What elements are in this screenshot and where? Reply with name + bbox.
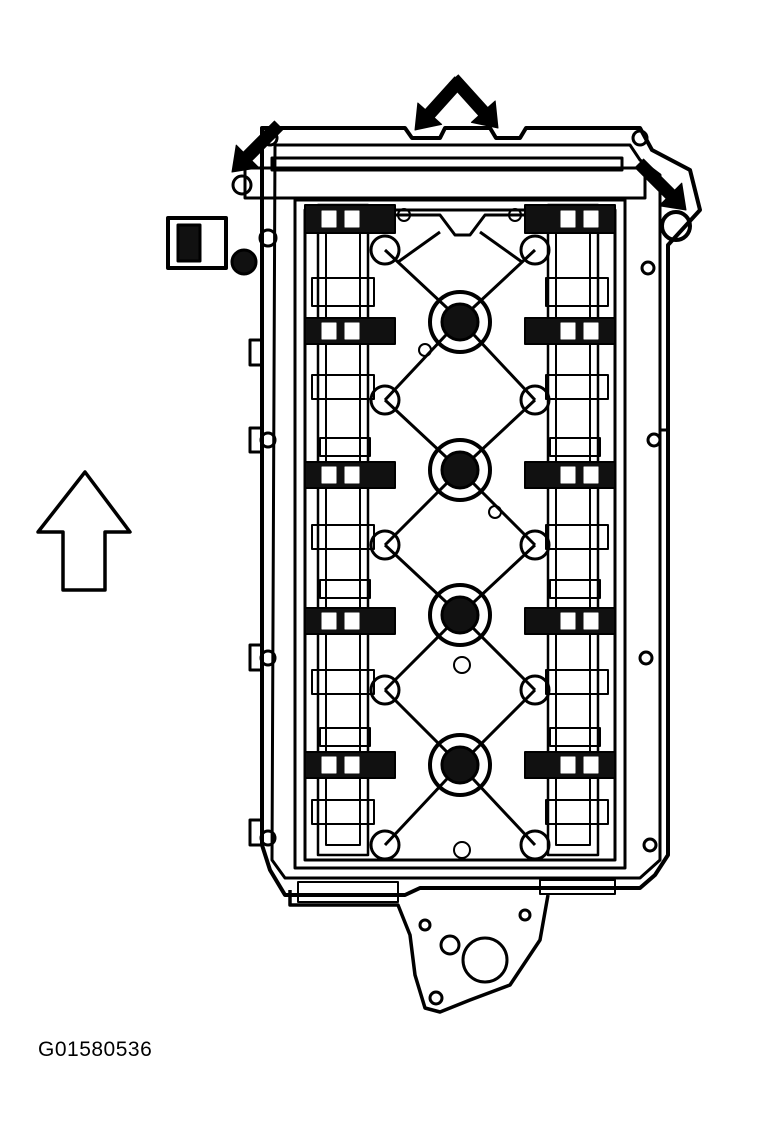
timing-cover-holes bbox=[418, 908, 532, 1006]
cam-frame-inner bbox=[303, 208, 617, 862]
up-arrow-icon bbox=[36, 470, 132, 592]
corner-bolt-holes bbox=[231, 129, 692, 847]
side-sensor-block bbox=[166, 216, 228, 270]
bottom-rail-right bbox=[539, 879, 616, 895]
side-sensor-cap bbox=[176, 223, 202, 263]
top-rail-inner bbox=[270, 156, 624, 172]
cam-lobes bbox=[311, 277, 609, 825]
cam-frame bbox=[293, 198, 627, 870]
timing-cover bbox=[288, 890, 550, 1014]
cam-cap-windows bbox=[321, 210, 599, 774]
head-bolt-bosses bbox=[369, 234, 551, 861]
head-inner-outline bbox=[270, 143, 662, 880]
head-outline bbox=[260, 126, 702, 897]
left-flange-lugs bbox=[248, 338, 262, 847]
figure-code: G01580536 bbox=[38, 1038, 153, 1061]
top-rail bbox=[243, 166, 647, 200]
right-flange-lugs bbox=[638, 260, 668, 853]
side-sensor-bolt bbox=[230, 248, 258, 276]
arrow-callout-icon bbox=[231, 74, 687, 211]
bottom-rail bbox=[297, 881, 399, 903]
spark-plug-wells bbox=[428, 290, 492, 797]
small-holes bbox=[397, 208, 522, 859]
